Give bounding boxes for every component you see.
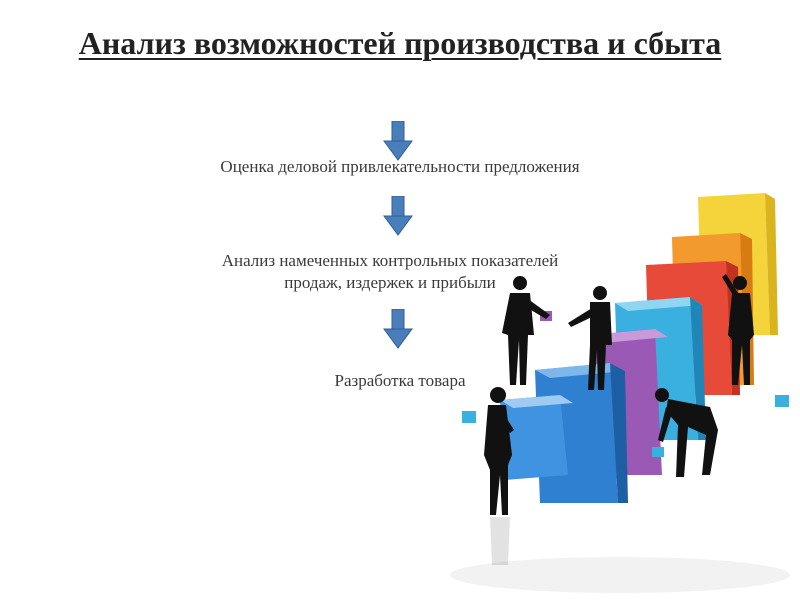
down-arrow-icon (383, 309, 413, 349)
slide-title: Анализ возможностей производства и сбыта (78, 25, 722, 61)
step-analysis: Анализ намеченных контрольных показателе… (221, 251, 559, 292)
step-evaluation: Оценка деловой привлекательности предлож… (220, 157, 580, 176)
people-building-blocks-illustration (450, 193, 790, 593)
step-product-development: Разработка товара (334, 371, 466, 390)
down-arrow-icon (383, 196, 413, 236)
down-arrow-icon (383, 121, 413, 161)
